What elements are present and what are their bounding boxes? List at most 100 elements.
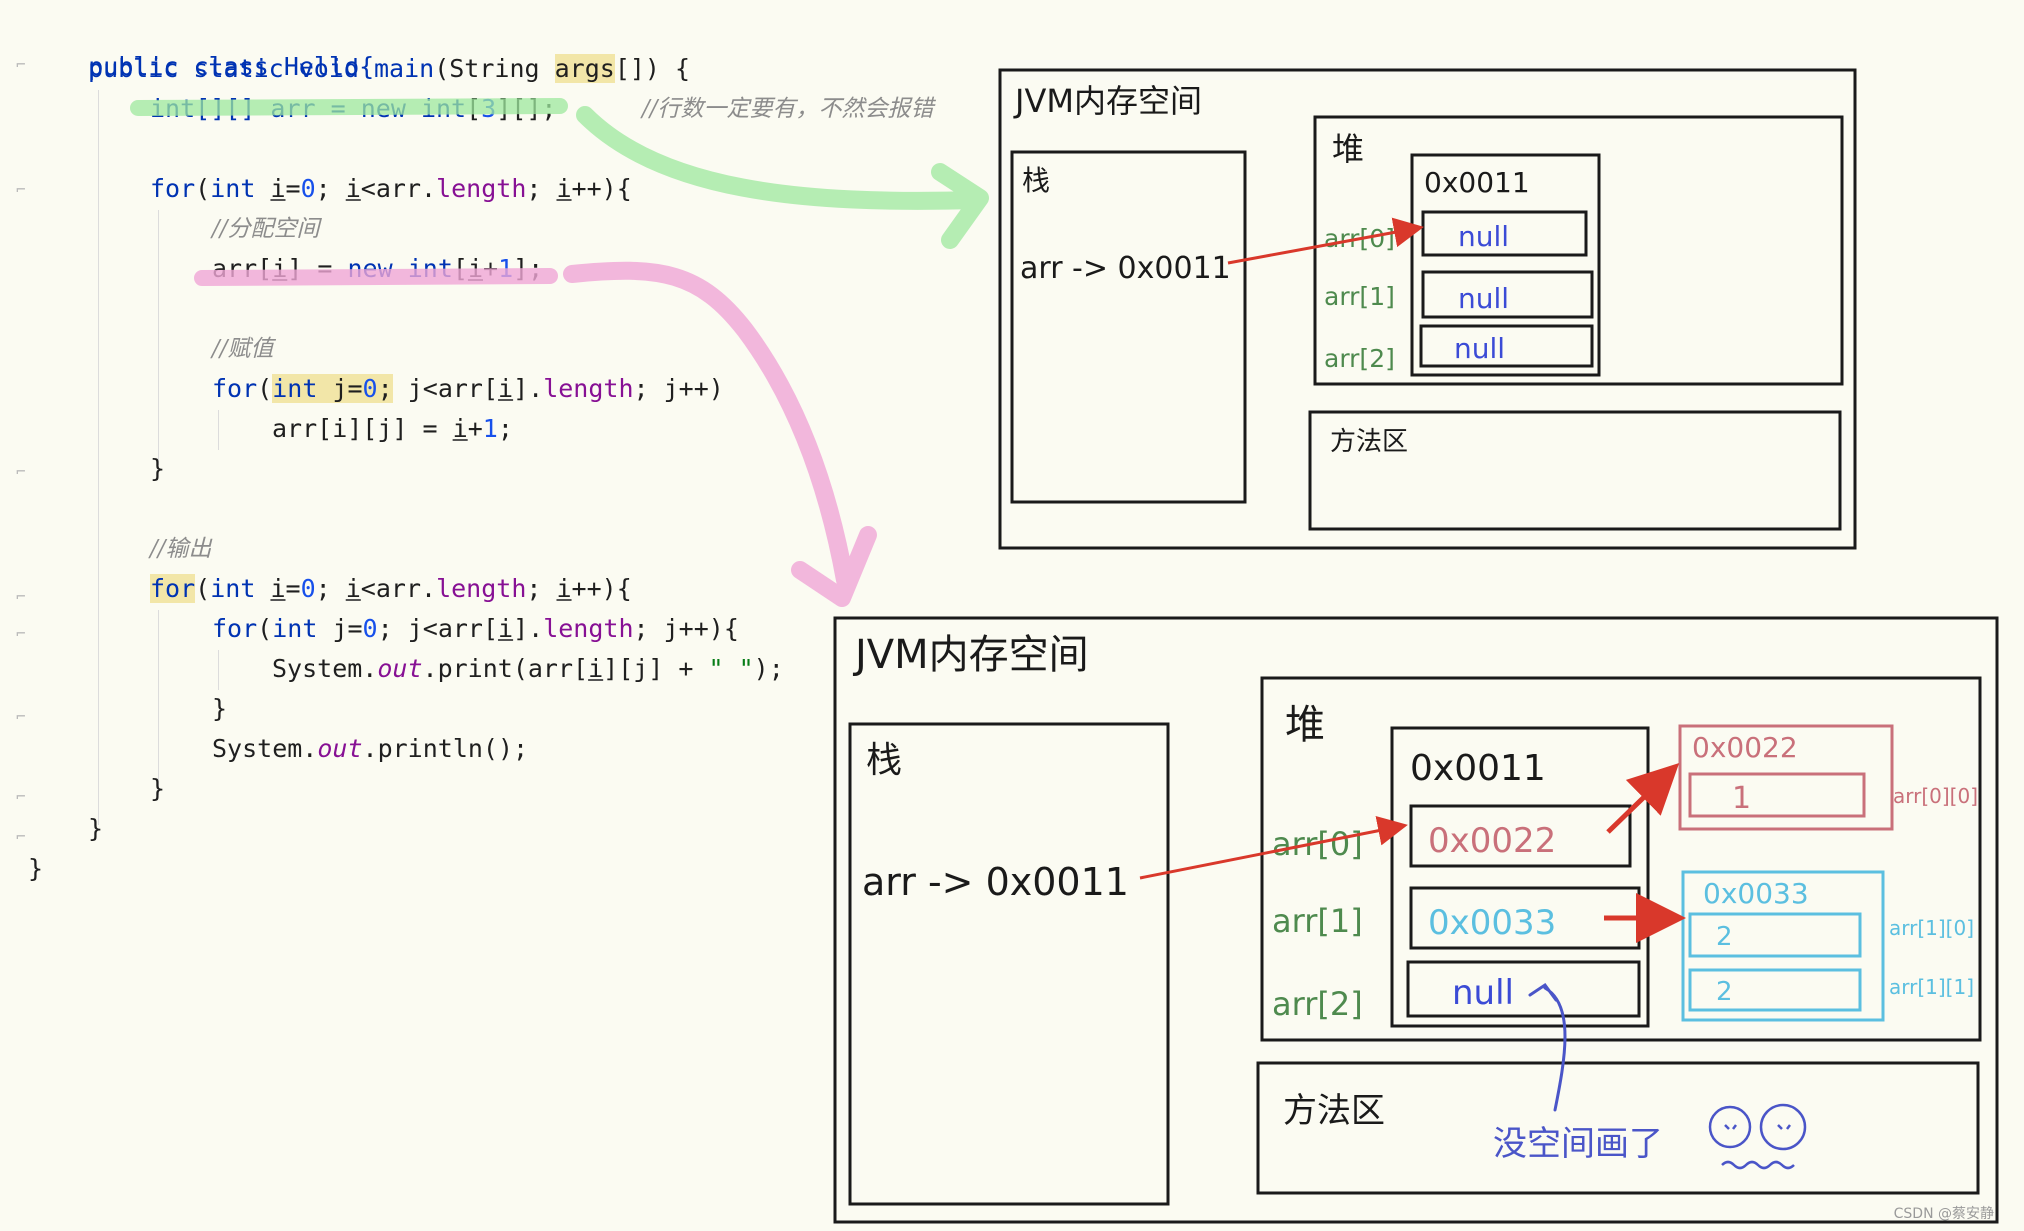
sub-array-cell-value: 2 <box>1716 977 1733 1007</box>
stack-label: 栈 <box>1022 164 1050 197</box>
sub-array-address: 0x0033 <box>1703 877 1809 910</box>
code-token: i <box>452 414 468 443</box>
fold-marker[interactable]: ⌐ <box>16 587 26 606</box>
array-object-box <box>1410 153 1601 377</box>
pink-highlight-stroke <box>194 268 558 286</box>
sub-array-address: 0x0022 <box>1692 731 1798 764</box>
sub-array-cell <box>1688 772 1866 818</box>
reference-arrow <box>1227 217 1424 265</box>
code-line: } <box>212 694 228 723</box>
code-token: j= <box>332 374 363 403</box>
array-cell-value: 0x0033 <box>1428 903 1556 943</box>
bottom-jvm-diagram: JVM内存空间 栈 arr -> 0x0011 堆 0x0011 0x0022 … <box>833 616 1999 1224</box>
code-token: i <box>345 174 361 203</box>
code-line: } <box>28 854 44 883</box>
code-token: System. <box>212 734 318 763</box>
code-token: out <box>377 654 423 683</box>
code-token: j<arr[ <box>392 374 499 403</box>
code-token: 0 <box>300 574 316 603</box>
code-token: ; <box>377 374 393 403</box>
fold-marker[interactable]: ⌐ <box>16 462 26 481</box>
sub-array-cell <box>1688 968 1862 1012</box>
pink-arrow <box>563 261 877 607</box>
row-label: arr[1] <box>1324 282 1395 311</box>
note-text: 没空间画了 <box>1493 1124 1663 1164</box>
stack-box <box>848 722 1170 1206</box>
code-line: System.out.print(arr[i][j] + " "); <box>272 650 784 688</box>
array-cell-value: null <box>1458 282 1509 315</box>
code-token: int <box>272 614 333 643</box>
code-token: System. <box>272 654 378 683</box>
code-token: ; <box>526 174 557 203</box>
code-comment: //分配空间 <box>212 216 320 242</box>
code-token: []) { <box>614 54 691 83</box>
array-cell <box>1409 804 1632 868</box>
code-token: ( <box>195 574 211 603</box>
sub-array-label: arr[1][0] <box>1889 916 1974 940</box>
code-token: j= <box>332 614 363 643</box>
row-label: arr[2] <box>1272 985 1363 1023</box>
jvm-frame <box>998 68 1857 550</box>
top-jvm-diagram: JVM内存空间 栈 arr -> 0x0011 堆 0x0011 null nu… <box>998 68 1857 550</box>
method-area-box <box>1308 410 1842 531</box>
fold-marker[interactable]: ⌐ <box>16 827 26 846</box>
code-line: public static void main(String args[]) { <box>88 50 690 88</box>
code-token: out <box>317 734 363 763</box>
array-cell-value: null <box>1458 220 1509 253</box>
code-token: 0 <box>362 374 378 403</box>
array-cell-value: null <box>1454 332 1505 365</box>
fold-marker[interactable]: ⌐ <box>16 787 26 806</box>
code-token: <arr. <box>360 174 437 203</box>
code-line: public class Hello{ <box>28 10 374 81</box>
row-label: arr[1] <box>1272 902 1363 940</box>
code-token: ; <box>315 174 346 203</box>
sub-array-cell-value: 1 <box>1732 781 1751 816</box>
fold-marker[interactable]: ⌐ <box>16 707 26 726</box>
array-address: 0x0011 <box>1424 166 1530 199</box>
code-token: + <box>467 414 483 443</box>
code-line: for(int j=0; j<arr[i].length; j++){ <box>212 610 739 648</box>
code-token: ]. <box>513 614 544 643</box>
code-token: i <box>588 654 604 683</box>
indent-guide <box>218 650 219 690</box>
code-token: i <box>345 574 361 603</box>
code-token: length <box>436 574 527 603</box>
array-cell-value: null <box>1452 973 1514 1013</box>
class-decl: public class Hello{ <box>88 52 375 81</box>
code-token: length <box>543 614 634 643</box>
method-area-label: 方法区 <box>1330 427 1408 457</box>
fold-marker[interactable]: ⌐ <box>16 624 26 643</box>
code-line: } <box>88 814 104 843</box>
row-label: arr[2] <box>1324 344 1395 373</box>
code-token: for <box>150 174 196 203</box>
method-area-label: 方法区 <box>1283 1091 1385 1131</box>
array-cell <box>1421 270 1594 319</box>
sub-array-box-1 <box>1681 870 1885 1022</box>
array-address: 0x0011 <box>1410 748 1546 789</box>
fold-marker[interactable]: ⌐ <box>16 180 26 199</box>
jvm-title: JVM内存空间 <box>852 632 1089 678</box>
code-token: ; j<arr[ <box>377 614 499 643</box>
green-arrow <box>576 106 989 249</box>
array-cell <box>1419 324 1594 368</box>
array-cell-value: 0x0022 <box>1428 821 1556 861</box>
code-token: ); <box>753 654 784 683</box>
code-line: } <box>150 454 166 483</box>
code-token: for <box>212 374 258 403</box>
heap-label: 堆 <box>1285 702 1325 748</box>
indent-guide <box>218 410 219 450</box>
code-token: length <box>436 174 527 203</box>
code-token: for <box>150 574 196 603</box>
heap-box <box>1313 115 1844 386</box>
array-cell <box>1406 960 1641 1018</box>
code-token: ]. <box>513 374 544 403</box>
indent-guide <box>158 610 159 795</box>
array-object-box <box>1390 726 1650 1028</box>
indent-guide <box>158 210 159 465</box>
code-token: i <box>556 174 572 203</box>
method-signature: public static void main <box>88 54 435 83</box>
code-token: ++){ <box>571 174 632 203</box>
fold-marker[interactable]: ⌐ <box>16 55 26 74</box>
code-token: ( <box>257 374 273 403</box>
